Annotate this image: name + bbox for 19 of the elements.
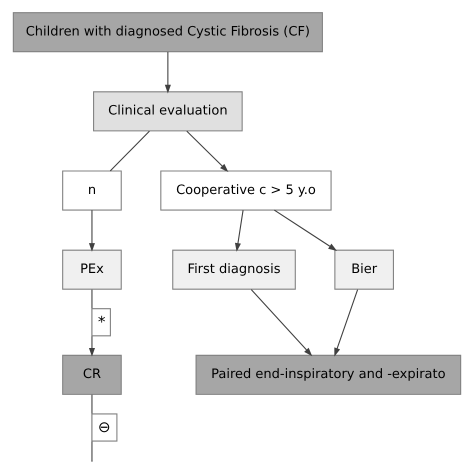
- node-box: PEx: [62, 250, 122, 290]
- arrow: [186, 130, 228, 172]
- arrow: [88, 210, 95, 252]
- node-box: CR: [62, 354, 122, 395]
- node-box: Children with diagnosed Cystic Fibrosis (CF): [12, 12, 323, 52]
- node-box: First diagnosis: [172, 250, 296, 290]
- edge-label: *: [98, 312, 106, 331]
- arrow: [334, 289, 358, 357]
- node-box: Clinical evaluation: [93, 91, 243, 132]
- arrow: [234, 210, 244, 252]
- node-box: n: [62, 170, 122, 211]
- arrow: [164, 52, 171, 94]
- edge-label: ⊖: [98, 418, 111, 436]
- node-box: Paired end-inspiratory and -expirato: [196, 354, 462, 395]
- node-box: Cooperative c > 5 y.o: [160, 170, 332, 211]
- node-box: Bier: [334, 250, 394, 290]
- connector: [110, 130, 150, 172]
- arrow: [274, 210, 338, 251]
- arrow: [250, 289, 312, 356]
